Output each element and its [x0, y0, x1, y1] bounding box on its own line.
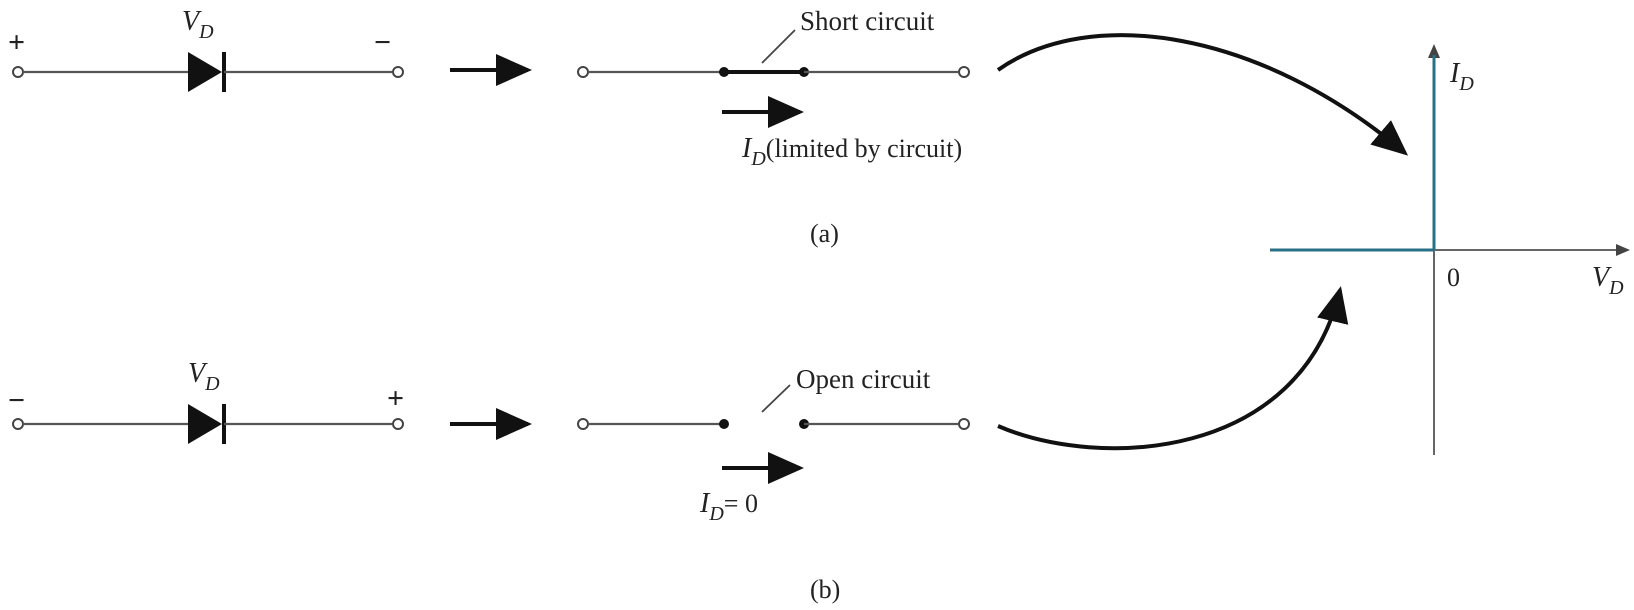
bottom-diode-triangle-icon [188, 404, 222, 444]
top-diode-voltage-label: VD [182, 6, 214, 43]
top-plus-sign: + [8, 26, 25, 59]
top-short-circuit-model: Short circuit ID(limited by circuit) [577, 6, 970, 170]
origin-label: 0 [1447, 263, 1460, 292]
top-left-terminal [12, 66, 24, 78]
top-model-right-terminal [958, 66, 970, 78]
y-axis-label: ID [1449, 58, 1474, 95]
top-minus-sign: − [374, 26, 391, 59]
open-circuit-leader-line [761, 384, 791, 413]
short-circuit-leader-line [761, 29, 796, 64]
bottom-minus-sign: − [8, 384, 25, 417]
bottom-diode-circuit: − + VD [8, 358, 404, 444]
open-circuit-label: Open circuit [796, 364, 931, 394]
top-right-terminal [392, 66, 404, 78]
x-axis-label: VD [1592, 262, 1624, 299]
bottom-right-terminal [392, 418, 404, 430]
top-diode-circuit: + − VD [8, 6, 404, 92]
bottom-model-right-terminal [958, 418, 970, 430]
bottom-model-left-terminal [577, 418, 589, 430]
y-axis-arrowhead-icon [1428, 44, 1440, 58]
bottom-model-node-left [719, 419, 729, 429]
top-diode-triangle-icon [188, 52, 222, 92]
caption-a: (a) [810, 219, 839, 248]
ideal-diode-characteristic-graph: ID 0 VD [1270, 44, 1630, 455]
bottom-open-circuit-model: Open circuit ID= 0 [577, 364, 970, 525]
top-mapping-arrow-icon [996, 33, 1409, 156]
bottom-current-label: ID= 0 [699, 488, 758, 525]
x-axis-arrowhead-icon [1616, 244, 1630, 256]
top-current-label: ID(limited by circuit) [741, 133, 962, 170]
short-circuit-label: Short circuit [800, 6, 935, 36]
bottom-plus-sign: + [387, 382, 404, 415]
caption-b: (b) [810, 575, 840, 604]
top-model-left-terminal [577, 66, 589, 78]
bottom-mapping-arrow-icon [997, 286, 1349, 451]
bottom-diode-voltage-label: VD [188, 358, 220, 395]
bottom-left-terminal [12, 418, 24, 430]
